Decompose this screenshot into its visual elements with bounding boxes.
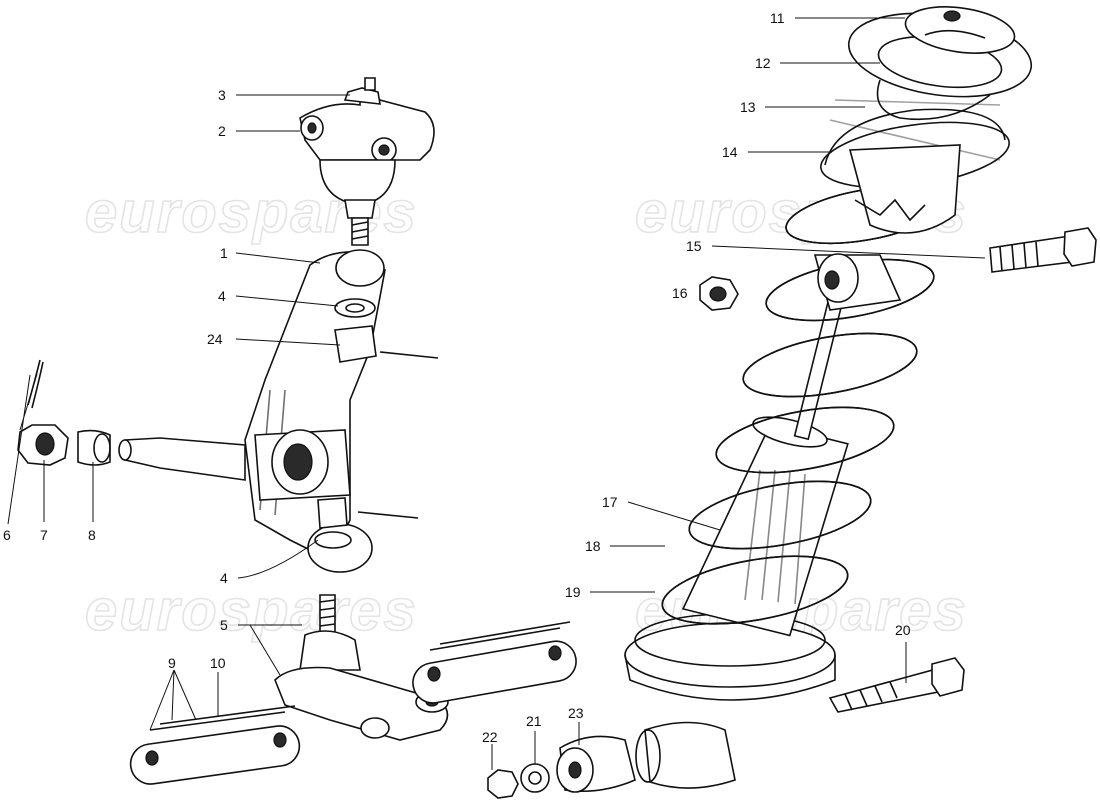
callout-24: 24: [207, 331, 223, 347]
upper-ball-joint: [299, 77, 435, 246]
shock-absorber-assembly: [487, 6, 1097, 799]
callout-2: 2: [218, 123, 226, 139]
nut-22: [487, 769, 519, 799]
callout-13: 13: [740, 99, 756, 115]
watermark-text: eurospares: [85, 578, 418, 643]
bushing-23: [556, 735, 636, 793]
callout-3: 3: [218, 87, 226, 103]
top-washer: [904, 6, 1016, 54]
washer-21: [520, 763, 550, 793]
callout-9: 9: [168, 655, 176, 671]
callout-21: 21: [526, 713, 542, 729]
washer-4-lower: [314, 531, 352, 549]
callout-16: 16: [672, 285, 688, 301]
spacer-8: [77, 429, 111, 466]
callout-6: 6: [3, 527, 11, 543]
sleeve-bushing: [635, 721, 736, 789]
callout-22: 22: [482, 729, 498, 745]
bolt-15: [989, 227, 1097, 273]
callout-11: 11: [770, 10, 785, 26]
callout-10: 10: [210, 655, 226, 671]
bolt-20: [828, 657, 965, 713]
link-plates-right: [412, 621, 577, 704]
callout-4: 4: [220, 570, 228, 586]
upper-shock-eye: [813, 253, 902, 311]
watermark-group: eurospares eurospares eurospares eurospa…: [84, 179, 966, 644]
callout-15: 15: [686, 238, 702, 254]
callout-19: 19: [565, 584, 581, 600]
spring-perch: [820, 99, 1010, 234]
nut-16: [699, 276, 739, 311]
callout-14: 14: [722, 144, 738, 160]
cotter-pin: [379, 351, 439, 359]
steering-knuckle-assembly: [17, 77, 577, 785]
callout-1: 1: [220, 245, 228, 261]
callout-8: 8: [88, 527, 96, 543]
callout-18: 18: [585, 538, 601, 554]
cotter-pin-6: [27, 359, 44, 409]
washer-4-upper: [334, 298, 376, 318]
callout-12: 12: [755, 55, 771, 71]
callout-23: 23: [568, 705, 584, 721]
cotter-pin: [357, 511, 419, 519]
knuckle-body: [244, 249, 386, 573]
callout-7: 7: [40, 527, 48, 543]
callout-5: 5: [220, 617, 228, 633]
castle-nut-lower: [317, 497, 348, 529]
callout-4: 4: [218, 288, 226, 304]
castle-nut-24: [334, 325, 377, 363]
callout-leaders: [7, 17, 986, 770]
hub-nut-7: [17, 424, 69, 466]
lower-ball-joint: [274, 594, 449, 741]
link-plates-left: [129, 705, 301, 785]
callout-20: 20: [895, 622, 911, 638]
callout-labels: 11 12 13 14 15 16 17 18 19 20 21 22 23 3…: [3, 10, 911, 745]
callout-17: 17: [602, 494, 618, 510]
stub-axle: [118, 437, 246, 481]
